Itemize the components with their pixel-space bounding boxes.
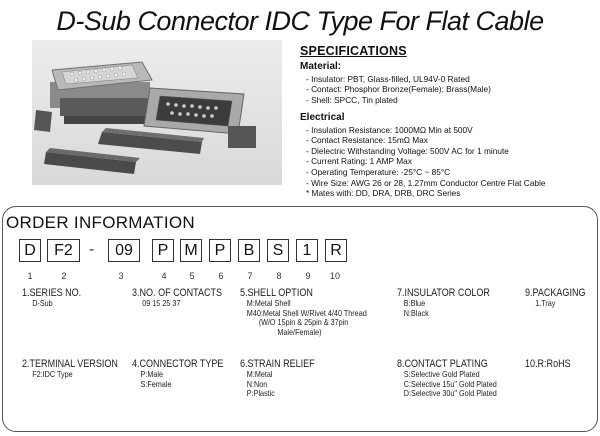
option-heading: 4.CONNECTOR TYPE [132,358,224,370]
option-value: M:Metal Shell [246,298,291,308]
code-box-insulator-color: B [238,239,260,262]
material-line: - Contact: Phosphor Bronze(Female); Bras… [306,84,491,95]
electrical-line: - Dielectric Withstanding Voltage: 500V … [306,145,509,156]
option-value: B:Blue [403,298,426,308]
code-number: 10 [329,271,340,281]
option-heading: 9.PACKAGING [525,287,586,299]
option-heading: 1.SERIES NO. [22,287,82,299]
option-value: M:Metal [246,369,273,379]
option-contact-plating: 8.CONTACT PLATING S:Selective Gold Plate… [397,358,514,399]
option-heading: 6.STRAIN RELIEF [240,358,315,370]
order-information-panel [2,206,598,432]
code-number: 2 [61,271,67,281]
electrical-line: - Operating Temperature: -25°C ~ 85°C [306,166,451,177]
option-heading: 3.NO. OF CONTACTS [132,287,223,299]
code-box-strain: P [209,239,231,262]
option-value: F2:IDC Type [32,369,73,379]
option-rohs: 10.R:RoHS [525,358,581,370]
electrical-line: - Wire Size: AWG 26 or 28, 1.27mm Conduc… [306,177,546,188]
material-section: Material: - Insulator: PBT, Glass-filled… [300,61,491,105]
option-shell: 5.SHELL OPTION M:Metal Shell M40:Metal S… [240,287,389,337]
option-heading: 10.R:RoHS [525,358,571,370]
order-information-heading: ORDER INFORMATION [6,213,195,232]
option-terminal: 2.TERMINAL VERSION F2:IDC Type [22,358,139,380]
specifications-heading: SPECIFICATIONS [300,44,407,58]
option-value: 1.Tray [535,298,556,308]
connector-illustration [34,61,256,174]
code-number: 6 [218,271,224,281]
code-box-plating: S [267,239,289,262]
electrical-section: Electrical - Insulation Resistance: 1000… [300,112,546,199]
code-number: 8 [276,271,282,281]
option-series: 1.SERIES NO. D-Sub [22,287,94,309]
code-box-connector-type: P [152,239,174,262]
option-strain-relief: 6.STRAIN RELIEF M:Metal N:Non P:Plastic [240,358,331,399]
option-value: N:Black [403,307,429,318]
option-contacts: 3.NO. OF CONTACTS 09 15 25 37 [132,287,242,309]
option-heading: 2.TERMINAL VERSION [22,358,118,370]
option-value: S:Female [140,378,172,389]
electrical-line: - Contact Resistance: 15mΩ Max [306,135,428,146]
code-number: 1 [27,271,33,281]
option-value: S:Selective Gold Plated [403,369,480,379]
option-value: D:Selective 30u" Gold Plated [403,388,497,399]
material-line: - Insulator: PBT, Glass-filled, UL94V-0 … [306,73,470,84]
code-box-terminal: F2 [47,239,80,262]
option-value: D-Sub [32,298,53,308]
option-packaging: 9.PACKAGING 1.Tray [525,287,599,309]
code-dash: - [89,241,95,258]
option-value: Male/Female) [277,326,322,337]
electrical-heading: Electrical [300,112,345,123]
option-value: P:Plastic [246,388,275,399]
code-number: 3 [118,271,124,281]
material-line: - Shell: SPCC, Tin plated [306,94,398,105]
code-number: 5 [189,271,195,281]
code-box-shell: M [180,239,202,262]
electrical-line: - Insulation Resistance: 1000MΩ Min at 5… [306,124,473,135]
option-value: P:Male [140,369,163,379]
female-connector-image [143,87,256,148]
option-value: C:Selective 15u" Gold Plated [403,378,497,389]
code-box-rohs: R [325,239,347,262]
option-heading: 7.INSULATOR COLOR [397,287,490,299]
strain-relief-image [34,110,204,174]
option-heading: 8.CONTACT PLATING [397,358,488,370]
electrical-line: - Current Rating: 1 AMP Max [306,156,412,167]
code-number: 9 [305,271,311,281]
material-heading: Material: [300,61,342,72]
code-box-series: D [19,239,41,262]
option-value: 09 15 25 37 [142,298,181,308]
code-number: 7 [247,271,253,281]
code-box-contacts: 09 [108,239,140,262]
code-number: 4 [161,271,167,281]
page-title: D-Sub Connector IDC Type For Flat Cable [56,6,544,36]
option-value: (W/O 15pin & 25pin & 37pin [258,317,349,328]
code-box-packaging: 1 [296,239,318,262]
option-value: N:Non [246,378,268,389]
male-connector-image [50,61,153,124]
product-photo [32,40,282,185]
electrical-line: * Mates with: DD, DRA, DRB, DRC Series [306,188,461,199]
option-connector-type: 4.CONNECTOR TYPE P:Male S:Female [132,358,243,389]
option-heading: 5.SHELL OPTION [240,287,313,299]
option-value: M40:Metal Shell W/Rivet 4/40 Thread [246,307,367,318]
option-insulator-color: 7.INSULATOR COLOR B:Blue N:Black [397,287,510,318]
